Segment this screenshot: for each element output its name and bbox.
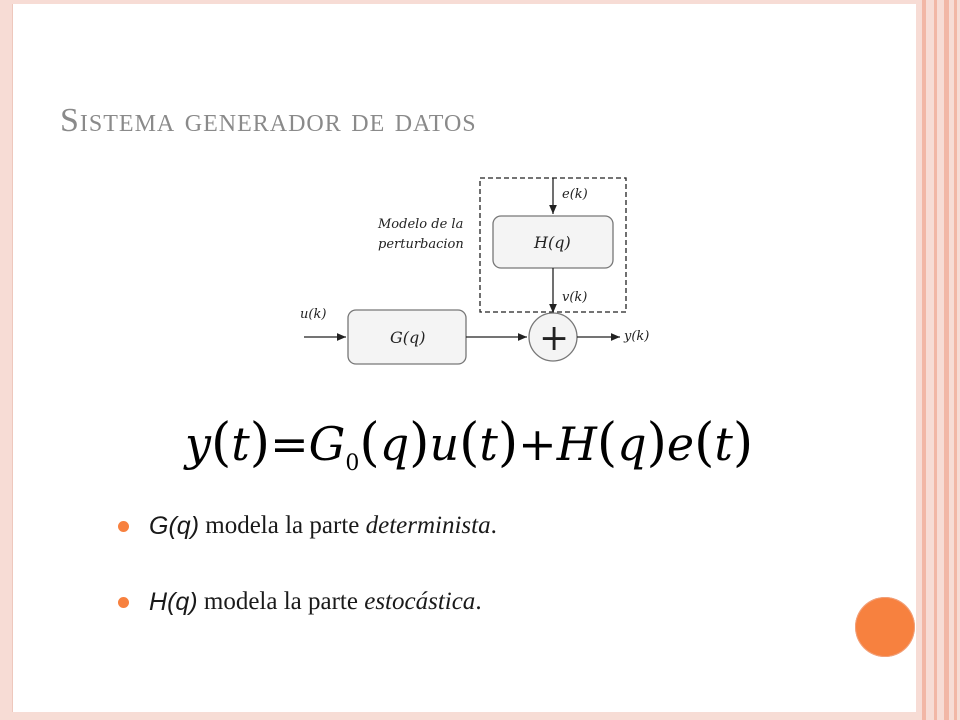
eq-g-arg: q: [379, 417, 410, 471]
bullet-emphasis: estocástica: [364, 588, 476, 615]
slide-title: Sistema generador de datos: [60, 102, 477, 139]
eq-lhs-arg: t: [231, 417, 250, 471]
noise-signal-label: e(k): [562, 187, 588, 202]
eq-equals: =: [270, 417, 309, 471]
bullet-dot-icon: [118, 520, 129, 532]
bullet-end: .: [490, 512, 497, 539]
slide-frame-top: [12, 0, 916, 4]
eq-e-arg: t: [714, 417, 733, 471]
system-equation: y(t)=G0(q)u(t)+H(q)e(t): [185, 413, 754, 477]
eq-g-symbol: G: [308, 417, 346, 471]
accent-circle-decoration: [855, 597, 915, 657]
summing-symbol: +: [539, 318, 569, 359]
disturbance-label-line2: perturbacion: [378, 237, 464, 252]
bullet-dot-icon: [118, 596, 129, 608]
slide-frame-bottom: [12, 712, 916, 720]
slide-frame-left: [0, 0, 13, 720]
block-diagram: Modelo de la perturbacion e(k) H(q) v(k)…: [290, 168, 670, 378]
disturbance-signal-label: v(k): [562, 290, 587, 305]
bullet-text: modela la parte: [203, 588, 358, 615]
bullet-item-stochastic: H(q) modela la parte estocástica.: [118, 584, 818, 620]
input-signal-label: u(k): [300, 307, 326, 322]
eq-lhs-var: y: [185, 417, 211, 471]
eq-e-var: e: [666, 417, 695, 471]
bullet-emphasis: determinista: [365, 512, 491, 539]
bullet-text: modela la parte: [205, 512, 360, 539]
eq-u-arg: t: [479, 417, 498, 471]
bullet-symbol: H(q): [149, 587, 198, 616]
eq-u-var: u: [429, 417, 460, 471]
plant-block-label: G(q): [390, 328, 426, 347]
noise-filter-label: H(q): [533, 233, 571, 252]
bullet-symbol: G(q): [149, 511, 200, 540]
bullet-list: G(q) modela la parte determinista. H(q) …: [118, 508, 818, 660]
output-signal-label: y(k): [623, 329, 649, 344]
eq-g-subscript: 0: [345, 451, 360, 477]
disturbance-label-line1: Modelo de la: [377, 217, 463, 232]
eq-h-arg: q: [617, 417, 647, 471]
eq-h-symbol: H: [556, 417, 597, 471]
eq-plus: +: [518, 417, 557, 471]
bullet-end: .: [475, 588, 482, 615]
bullet-item-deterministic: G(q) modela la parte determinista.: [118, 508, 818, 544]
slide-frame-right: [916, 0, 960, 720]
